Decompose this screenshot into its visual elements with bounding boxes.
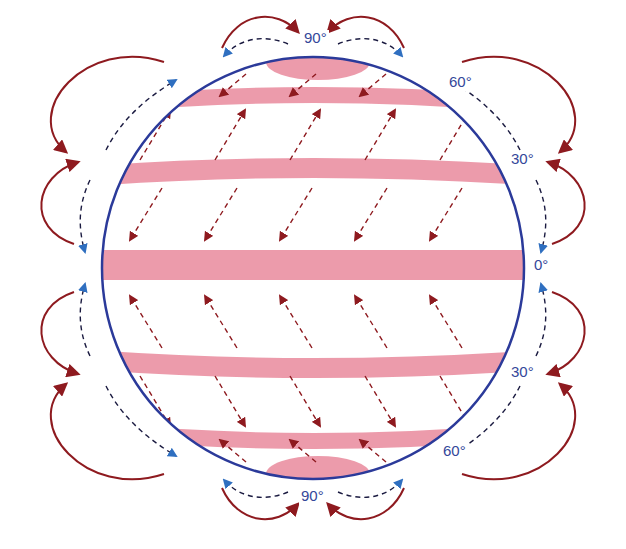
wind-arrow bbox=[365, 110, 395, 160]
wind-arrow bbox=[215, 376, 245, 426]
wind-arrow bbox=[430, 296, 462, 348]
latitude-label: 60° bbox=[441, 443, 468, 460]
wind-arrow bbox=[440, 110, 470, 160]
wind-arrow bbox=[215, 110, 245, 160]
latitude-label: 0° bbox=[532, 257, 550, 274]
wind-arrow bbox=[205, 188, 237, 240]
wind-arrow bbox=[355, 296, 387, 348]
wind-arrow bbox=[130, 296, 162, 348]
wind-arrow bbox=[130, 188, 162, 240]
wind-arrow bbox=[290, 440, 316, 462]
latitude-label: 60° bbox=[447, 74, 474, 91]
cells-se bbox=[328, 284, 585, 519]
wind-arrow bbox=[440, 376, 470, 426]
wind-arrow bbox=[360, 440, 386, 462]
wind-arrow bbox=[360, 74, 386, 96]
wind-arrow bbox=[290, 74, 316, 96]
cells-ne bbox=[328, 17, 585, 252]
latitude-label: 90° bbox=[302, 30, 329, 47]
wind-arrow bbox=[280, 296, 312, 348]
cells-nw bbox=[41, 17, 298, 252]
surface-winds bbox=[130, 74, 470, 462]
latitude-label: 90° bbox=[299, 488, 326, 505]
cells-sw bbox=[41, 284, 298, 519]
latitude-label: 30° bbox=[509, 364, 536, 381]
wind-arrow bbox=[430, 188, 462, 240]
latitude-label: 30° bbox=[509, 151, 536, 168]
wind-arrow bbox=[280, 188, 312, 240]
wind-arrow bbox=[355, 188, 387, 240]
wind-arrow bbox=[205, 296, 237, 348]
globe-outline bbox=[102, 57, 524, 479]
pressure-bands bbox=[90, 44, 540, 492]
wind-arrow bbox=[290, 110, 320, 160]
wind-arrow bbox=[365, 376, 395, 426]
wind-arrow bbox=[290, 376, 320, 426]
